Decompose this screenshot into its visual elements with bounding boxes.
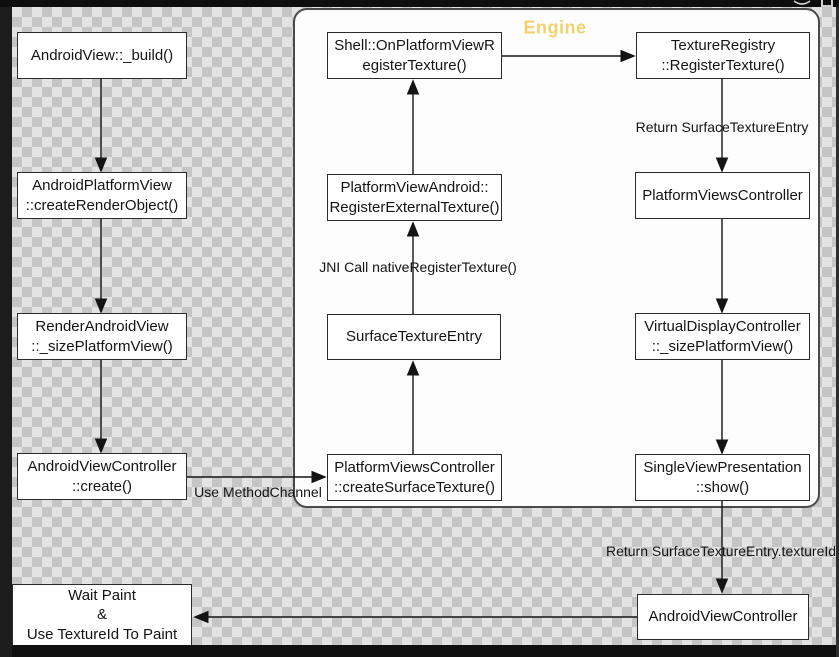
node-label: AndroidView::_build() <box>30 46 174 64</box>
node-label: ::show() <box>695 478 750 496</box>
node-label: TextureRegistry <box>670 37 776 55</box>
node-label: ::createRenderObject() <box>25 196 179 214</box>
frame-icon[interactable] <box>821 0 833 7</box>
node-label: ::create() <box>71 477 132 495</box>
node-virtualdisplaycontroller-sizeplatformview: VirtualDisplayController ::_sizePlatform… <box>635 313 810 360</box>
node-label: egisterTexture() <box>362 56 467 74</box>
window-frame-top <box>0 0 839 7</box>
node-label: Shell::OnPlatformViewR <box>334 37 495 55</box>
edge-label-use-methodchannel: Use MethodChannel <box>194 484 322 500</box>
node-platformviewandroid-registerexternaltexture: PlatformViewAndroid:: RegisterExternalTe… <box>327 174 502 221</box>
node-label: RenderAndroidView <box>35 318 169 336</box>
node-androidview-build: AndroidView::_build() <box>17 32 187 79</box>
node-label: ::createSurfaceTexture() <box>334 478 495 496</box>
node-platformviewscontroller-createsurfacetexture: PlatformViewsController ::createSurfaceT… <box>327 454 502 501</box>
window-frame-right <box>836 0 839 657</box>
node-renderandroidview-sizeplatformview: RenderAndroidView ::_sizePlatformView() <box>17 313 187 360</box>
node-shell-onplatformviewregistertexture: Shell::OnPlatformViewR egisterTexture() <box>327 32 502 79</box>
node-label: AndroidViewController <box>648 608 798 626</box>
node-label: SingleViewPresentation <box>643 459 802 477</box>
node-surfacetextureentry: SurfaceTextureEntry <box>327 314 501 360</box>
node-label: Wait Paint <box>68 587 136 605</box>
node-androidplatformview-createrenderobject: AndroidPlatformView ::createRenderObject… <box>17 172 187 219</box>
engine-container <box>293 8 820 508</box>
node-label: ::_sizePlatformView() <box>651 337 794 355</box>
node-label: ::_sizePlatformView() <box>31 337 173 355</box>
node-label: ::RegisterTexture() <box>661 56 785 74</box>
node-label: AndroidViewController <box>27 458 177 476</box>
node-label: RegisterExternalTexture() <box>329 198 500 216</box>
node-label: PlatformViewsController <box>642 186 803 204</box>
edge-label-jni-call: JNI Call nativeRegisterTexture() <box>319 259 517 275</box>
window-frame-bottom <box>0 645 839 657</box>
node-androidviewcontroller-create: AndroidViewController ::create() <box>17 453 187 500</box>
node-platformviewscontroller: PlatformViewsController <box>635 172 810 219</box>
node-wait-paint: Wait Paint & Use TextureId To Paint <box>12 584 192 646</box>
window-frame-left <box>0 0 12 657</box>
node-label: AndroidPlatformView <box>32 177 172 195</box>
node-singleviewpresentation-show: SingleViewPresentation ::show() <box>635 454 810 501</box>
node-label: VirtualDisplayController <box>644 318 801 336</box>
node-label: & <box>96 606 107 624</box>
node-label: Use TextureId To Paint <box>26 625 178 643</box>
node-androidviewcontroller: AndroidViewController <box>637 594 809 640</box>
engine-title: Engine <box>523 17 587 38</box>
node-label: PlatformViewsController <box>334 459 495 477</box>
node-label: PlatformViewAndroid:: <box>340 179 489 197</box>
node-label: SurfaceTextureEntry <box>346 328 482 346</box>
edge-label-return-surfacetextureentry: Return SurfaceTextureEntry <box>635 119 809 135</box>
edge-label-return-textureid: Return SurfaceTextureEntry.textureId <box>605 543 837 559</box>
pen-icon[interactable] <box>793 0 811 6</box>
node-textureregistry-registertexture: TextureRegistry ::RegisterTexture() <box>636 32 810 79</box>
